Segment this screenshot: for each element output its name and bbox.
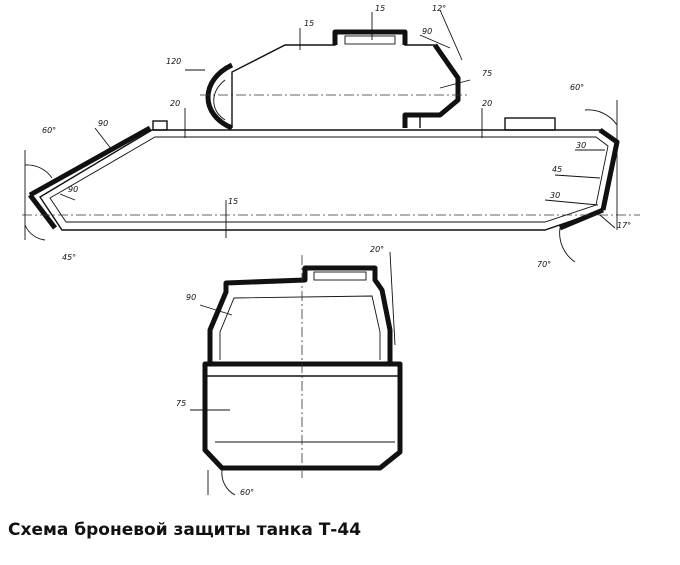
label-front-hull-side: 75 [176,399,186,408]
label-turret-top-angle: 12° [432,4,446,13]
side-view-hull [22,117,640,231]
label-rear-lower-plate: 30 [550,191,560,200]
label-front-turret-angle: 20° [370,245,384,254]
label-engine-deck: 20 [482,99,492,108]
label-roof-thickness: 20 [170,99,180,108]
lower-front-plate [28,193,57,230]
label-front-lower-angle: 60° [240,488,254,497]
side-view-turret [200,29,470,131]
rear-lower-plate [559,207,604,231]
label-cupola-roof: 15 [375,4,385,13]
label-glacis-angle: 60° [42,126,56,135]
front-view [190,251,403,496]
label-rear-upper-thickness: 30 [576,141,586,150]
label-turret-rear-upper: 90 [422,27,432,36]
label-lower-front-thickness: 90 [68,185,78,194]
side-dimension-lines [24,9,618,263]
front-turret-inner [219,295,381,360]
engine-deck-hatch [504,117,556,131]
hull-inner-line [49,136,609,223]
label-turret-mantlet: 120 [166,57,181,66]
label-rear-lower-thickness: 45 [552,165,562,174]
diagram-caption: Схема броневой защиты танка Т-44 [8,520,362,540]
turret-mantlet [205,62,234,131]
label-turret-roof: 15 [304,19,314,28]
cupola-inner [344,35,396,45]
mantlet-inner [213,79,226,121]
label-rear-small-angle: 17° [617,221,631,230]
front-hatch [152,120,168,131]
front-cupola-inner [313,271,367,281]
front-turret-outline [207,265,393,362]
label-front-turret-front: 90 [186,293,196,302]
label-glacis-thickness: 90 [98,119,108,128]
label-lower-front-angle: 45° [62,253,76,262]
side-view-labels: 60° 90 90 45° 20 120 15 15 12° 90 75 20 … [42,4,631,269]
cupola [332,29,408,45]
front-hull-outline [202,361,403,471]
label-rear-angle-upper: 60° [570,83,584,92]
front-view-labels: 20° 90 75 60° [176,245,384,497]
label-turret-side: 75 [482,69,492,78]
label-rear-lower-angle: 70° [537,260,551,269]
label-belly-thickness: 15 [228,197,238,206]
turret-rear-plate [402,43,461,128]
glacis-plate [28,125,152,198]
